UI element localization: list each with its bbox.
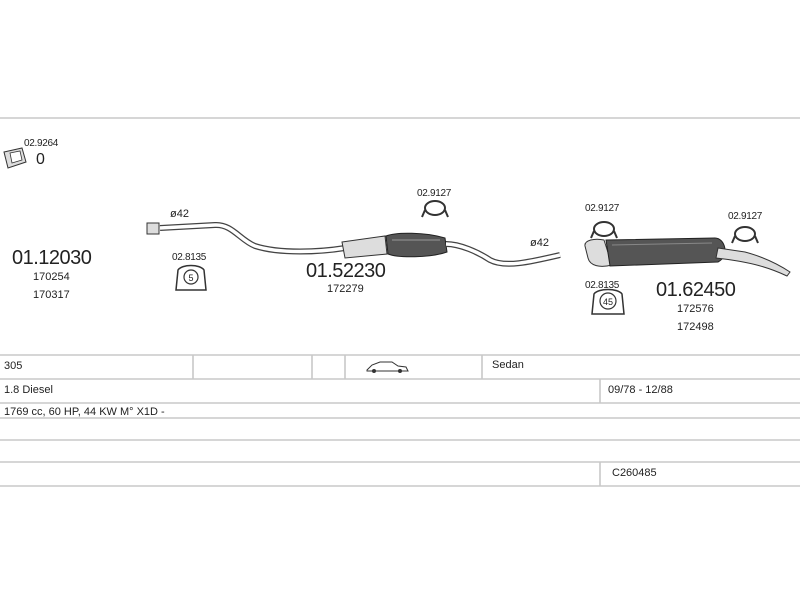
rear-silencer-part-no: 01.62450	[656, 279, 736, 301]
vehicle-model: 305	[4, 360, 23, 372]
gasket-icon	[591, 288, 625, 315]
pipe-joint-icon	[146, 222, 160, 235]
clamp-part-no: 02.9127	[417, 188, 452, 199]
gasket-part-no: 02.8135	[585, 280, 620, 291]
clamp-icon	[421, 200, 449, 218]
vehicle-code: C260485	[612, 467, 657, 479]
front-pipe-ref-2: 170317	[33, 289, 70, 301]
clamp-part-no: 02.9127	[585, 203, 620, 214]
vehicle-period: 09/78 - 12/88	[608, 384, 673, 396]
front-pipe-ref-1: 170254	[33, 271, 70, 283]
gasket-part-no: 02.8135	[172, 252, 207, 263]
gasket-size: 45	[603, 297, 613, 307]
clamp-icon	[590, 221, 618, 239]
middle-silencer-ref: 172279	[327, 283, 364, 295]
middle-pipe-shape	[159, 222, 346, 255]
clamp-part-no: 02.9264	[24, 138, 59, 149]
front-pipe-shape	[8, 167, 151, 233]
vehicle-body-type: Sedan	[492, 359, 524, 371]
pipe-diameter-label: ø42	[530, 237, 549, 249]
rear-silencer-ref-1: 172576	[677, 303, 714, 315]
front-pipe-part-no: 01.12030	[12, 247, 92, 269]
clamp-symbol: 0	[36, 151, 45, 168]
vehicle-engine: 1.8 Diesel	[4, 384, 53, 396]
rear-silencer-ref-2: 172498	[677, 321, 714, 333]
front-pipe-flange-icon	[3, 147, 27, 169]
middle-silencer-part-no: 01.52230	[306, 260, 386, 282]
pipe-diameter-label: ø42	[170, 208, 189, 220]
clamp-part-no: 02.9127	[728, 211, 763, 222]
sedan-car-icon	[366, 361, 409, 373]
rear-silencer-shape	[584, 237, 791, 277]
clamp-icon	[731, 226, 759, 244]
vehicle-spec: 1769 cc, 60 HP, 44 KW M° X1D -	[4, 406, 165, 418]
middle-silencer-shape	[341, 232, 448, 259]
vehicle-info-grid	[0, 354, 800, 487]
gasket-icon	[175, 264, 207, 291]
gasket-size: 5	[188, 273, 193, 283]
